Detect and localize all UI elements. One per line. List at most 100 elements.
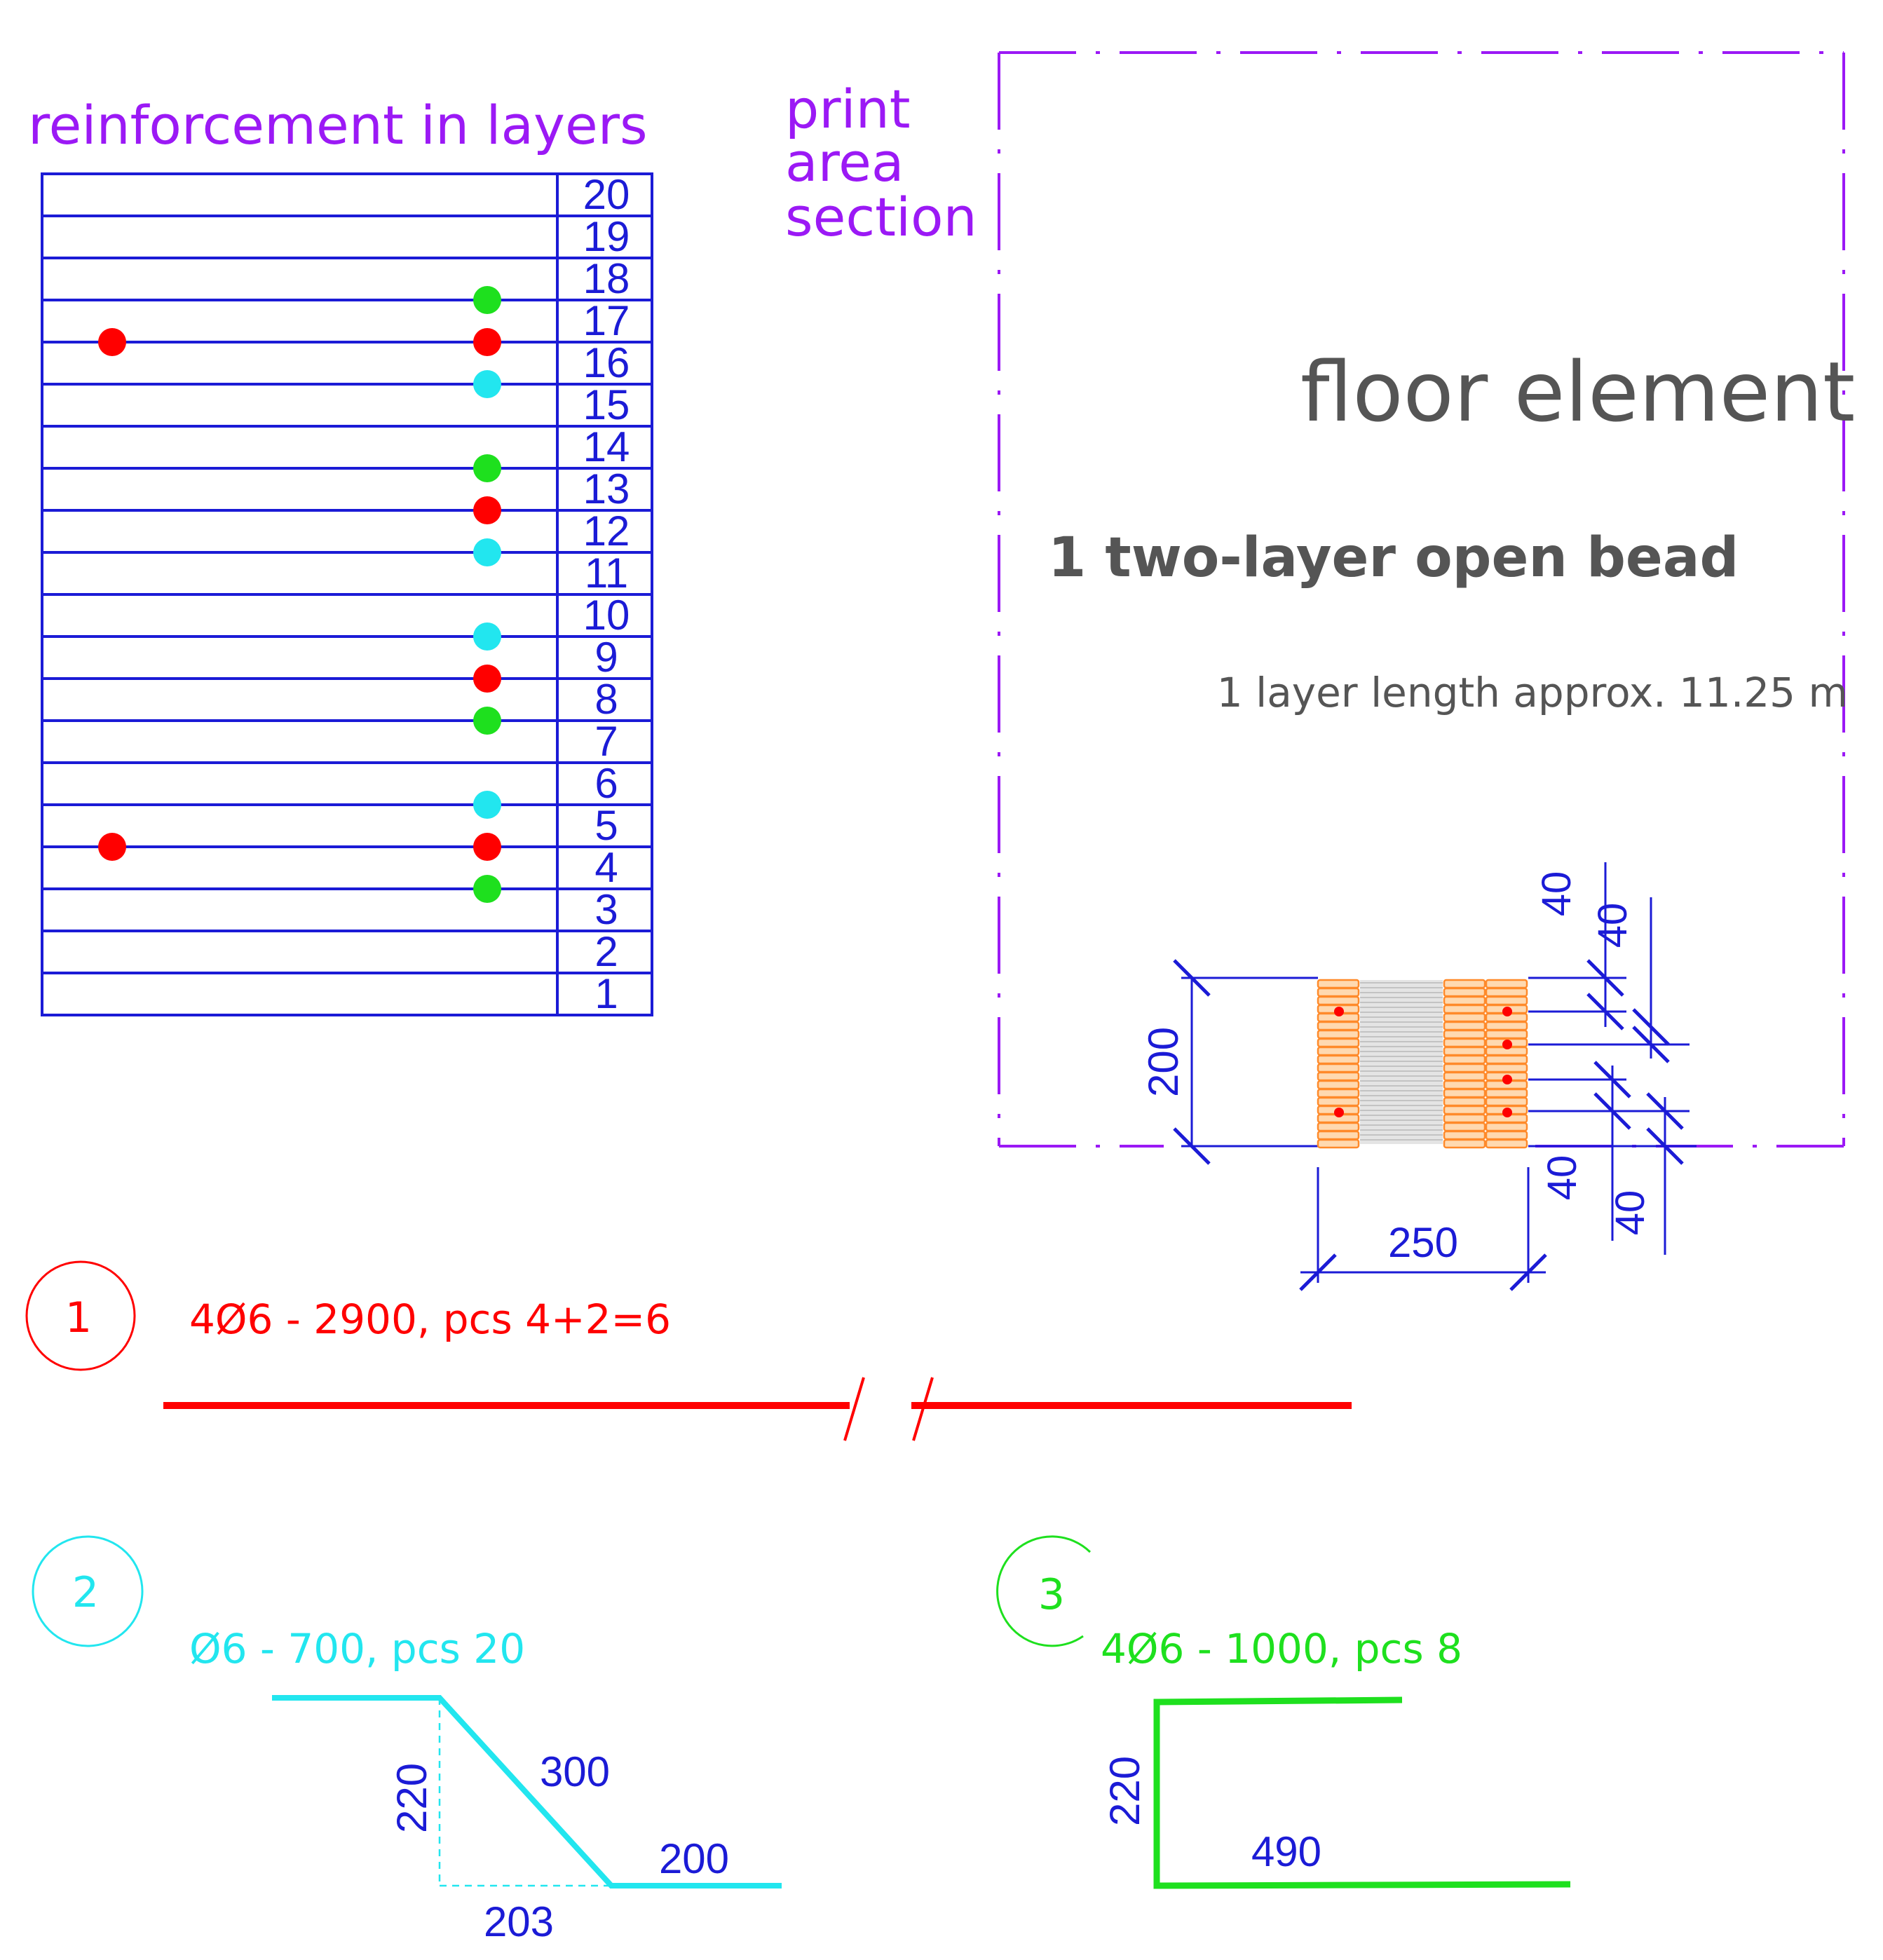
section-rebar-dots bbox=[1334, 1007, 1512, 1117]
bead-segment bbox=[1485, 987, 1528, 998]
layer-number: 18 bbox=[583, 255, 630, 302]
bar-2-dim-horizontal: 200 bbox=[659, 1835, 729, 1882]
bar-3: 3 4Ø6 - 1000, pcs 8 220 490 bbox=[996, 1535, 1571, 1889]
dim-height-label: 200 bbox=[1140, 1027, 1187, 1097]
bead-segment bbox=[1443, 979, 1486, 989]
bar-3-spec: 4Ø6 - 1000, pcs 8 bbox=[1101, 1625, 1462, 1673]
bead-segment bbox=[1443, 1088, 1486, 1098]
layer-marker-green bbox=[473, 707, 501, 735]
layer-marker-green bbox=[473, 875, 501, 903]
layer-number: 6 bbox=[594, 760, 618, 807]
bead-segment bbox=[1443, 1130, 1486, 1141]
layer-marker-red bbox=[98, 328, 126, 356]
bead-segment bbox=[1485, 995, 1528, 1006]
layer-marker-cyan bbox=[473, 538, 501, 566]
dim-cover-bottom-a: 40 bbox=[1539, 1155, 1585, 1201]
bead-segment bbox=[1317, 987, 1360, 998]
bead-segment bbox=[1443, 987, 1486, 998]
dim-cover-top-b: 40 bbox=[1590, 903, 1636, 948]
layer-number: 16 bbox=[583, 339, 630, 386]
bar-2-dim-base: 203 bbox=[484, 1898, 554, 1945]
bead-segment bbox=[1443, 1063, 1486, 1073]
bead-segment bbox=[1317, 995, 1360, 1006]
bar-2-number: 2 bbox=[72, 1568, 99, 1617]
layer-number: 15 bbox=[583, 381, 630, 428]
element-subtitle: 1 two-layer open bead bbox=[1048, 526, 1739, 590]
bead-segment bbox=[1443, 1046, 1486, 1056]
section-center-fill bbox=[1360, 980, 1443, 1144]
bead-segment bbox=[1317, 1063, 1360, 1073]
bead-segment bbox=[1485, 1096, 1528, 1107]
bead-segment bbox=[1485, 1063, 1528, 1073]
layer-marker-cyan bbox=[473, 370, 501, 398]
bead-segment bbox=[1485, 1029, 1528, 1040]
bead-segment bbox=[1317, 1130, 1360, 1141]
bar-2-shape bbox=[272, 1695, 782, 1888]
section-extension-lines bbox=[1181, 976, 1697, 1283]
layer-number: 5 bbox=[594, 802, 618, 849]
bead-segment bbox=[1485, 1138, 1528, 1149]
bar-1-spec: 4Ø6 - 2900, pcs 4+2=6 bbox=[189, 1295, 671, 1343]
bead-segment bbox=[1317, 1088, 1360, 1098]
layer-number: 14 bbox=[583, 423, 630, 470]
bead-segment bbox=[1443, 1071, 1486, 1082]
bead-segment bbox=[1317, 979, 1360, 989]
bead-segment bbox=[1317, 1046, 1360, 1056]
layer-number: 8 bbox=[594, 676, 618, 723]
bar-2-marker-circle bbox=[32, 1535, 144, 1647]
layer-marker-red bbox=[98, 833, 126, 861]
bead-segment bbox=[1443, 1113, 1486, 1124]
dim-cover-ticks bbox=[1586, 959, 1684, 1165]
element-title: floor element bbox=[1300, 343, 1855, 440]
layer-number: 1 bbox=[594, 970, 618, 1017]
print-area-label-line1: print bbox=[785, 78, 911, 140]
print-area-label-line2: area bbox=[785, 131, 904, 193]
bar-2: 2 Ø6 - 700, pcs 20 220 300 200 203 bbox=[32, 1535, 782, 1945]
bar-2-dim-diagonal: 300 bbox=[540, 1748, 610, 1795]
bar-1-number: 1 bbox=[65, 1293, 92, 1342]
bead-segment bbox=[1317, 1054, 1360, 1065]
print-area-label-line3: section bbox=[785, 186, 977, 248]
bead-segment bbox=[1443, 1021, 1486, 1031]
bead-segment bbox=[1443, 1029, 1486, 1040]
bead-segment bbox=[1443, 1105, 1486, 1115]
bead-segment bbox=[1443, 1096, 1486, 1107]
bead-segment bbox=[1443, 995, 1486, 1006]
bead-segment bbox=[1485, 1122, 1528, 1132]
layer-number: 2 bbox=[594, 928, 618, 975]
bead-segment bbox=[1443, 1037, 1486, 1048]
layer-marker-red bbox=[473, 665, 501, 693]
bead-segment bbox=[1443, 1138, 1486, 1149]
layer-number: 17 bbox=[583, 297, 630, 344]
layer-number: 7 bbox=[594, 718, 618, 765]
layers-title: reinforcement in layers bbox=[28, 94, 648, 156]
dim-cover-bottom-b: 40 bbox=[1607, 1190, 1653, 1236]
bar-2-spec: Ø6 - 700, pcs 20 bbox=[189, 1625, 525, 1673]
bar-1-shape bbox=[163, 1377, 1352, 1441]
bead-segment bbox=[1317, 1096, 1360, 1107]
bar-1-marker-circle bbox=[25, 1260, 136, 1371]
element-note: 1 layer length approx. 11.25 m bbox=[1217, 669, 1848, 716]
bead-segment bbox=[1317, 1080, 1360, 1090]
layer-marker-green bbox=[473, 454, 501, 482]
dim-cover-top-a: 40 bbox=[1534, 871, 1579, 917]
bar-3-marker-circle bbox=[996, 1535, 1092, 1647]
bead-segment bbox=[1485, 1130, 1528, 1141]
dim-width bbox=[1299, 1253, 1547, 1291]
layer-number: 20 bbox=[583, 171, 630, 218]
layer-number: 10 bbox=[583, 592, 630, 639]
layer-marker-cyan bbox=[473, 791, 501, 819]
bead-segment bbox=[1443, 1004, 1486, 1014]
layer-number: 19 bbox=[583, 213, 630, 260]
bead-segment bbox=[1443, 1122, 1486, 1132]
layer-marker-red bbox=[473, 328, 501, 356]
layer-marker-red bbox=[473, 833, 501, 861]
bead-segment bbox=[1485, 1088, 1528, 1098]
bead-segment bbox=[1317, 1122, 1360, 1132]
bead-segment bbox=[1485, 1054, 1528, 1065]
layer-number: 4 bbox=[594, 844, 618, 891]
bead-segment bbox=[1317, 1037, 1360, 1048]
bead-columns bbox=[1317, 979, 1528, 1149]
cross-section: 200 250 40 40 40 40 bbox=[1140, 862, 1697, 1291]
